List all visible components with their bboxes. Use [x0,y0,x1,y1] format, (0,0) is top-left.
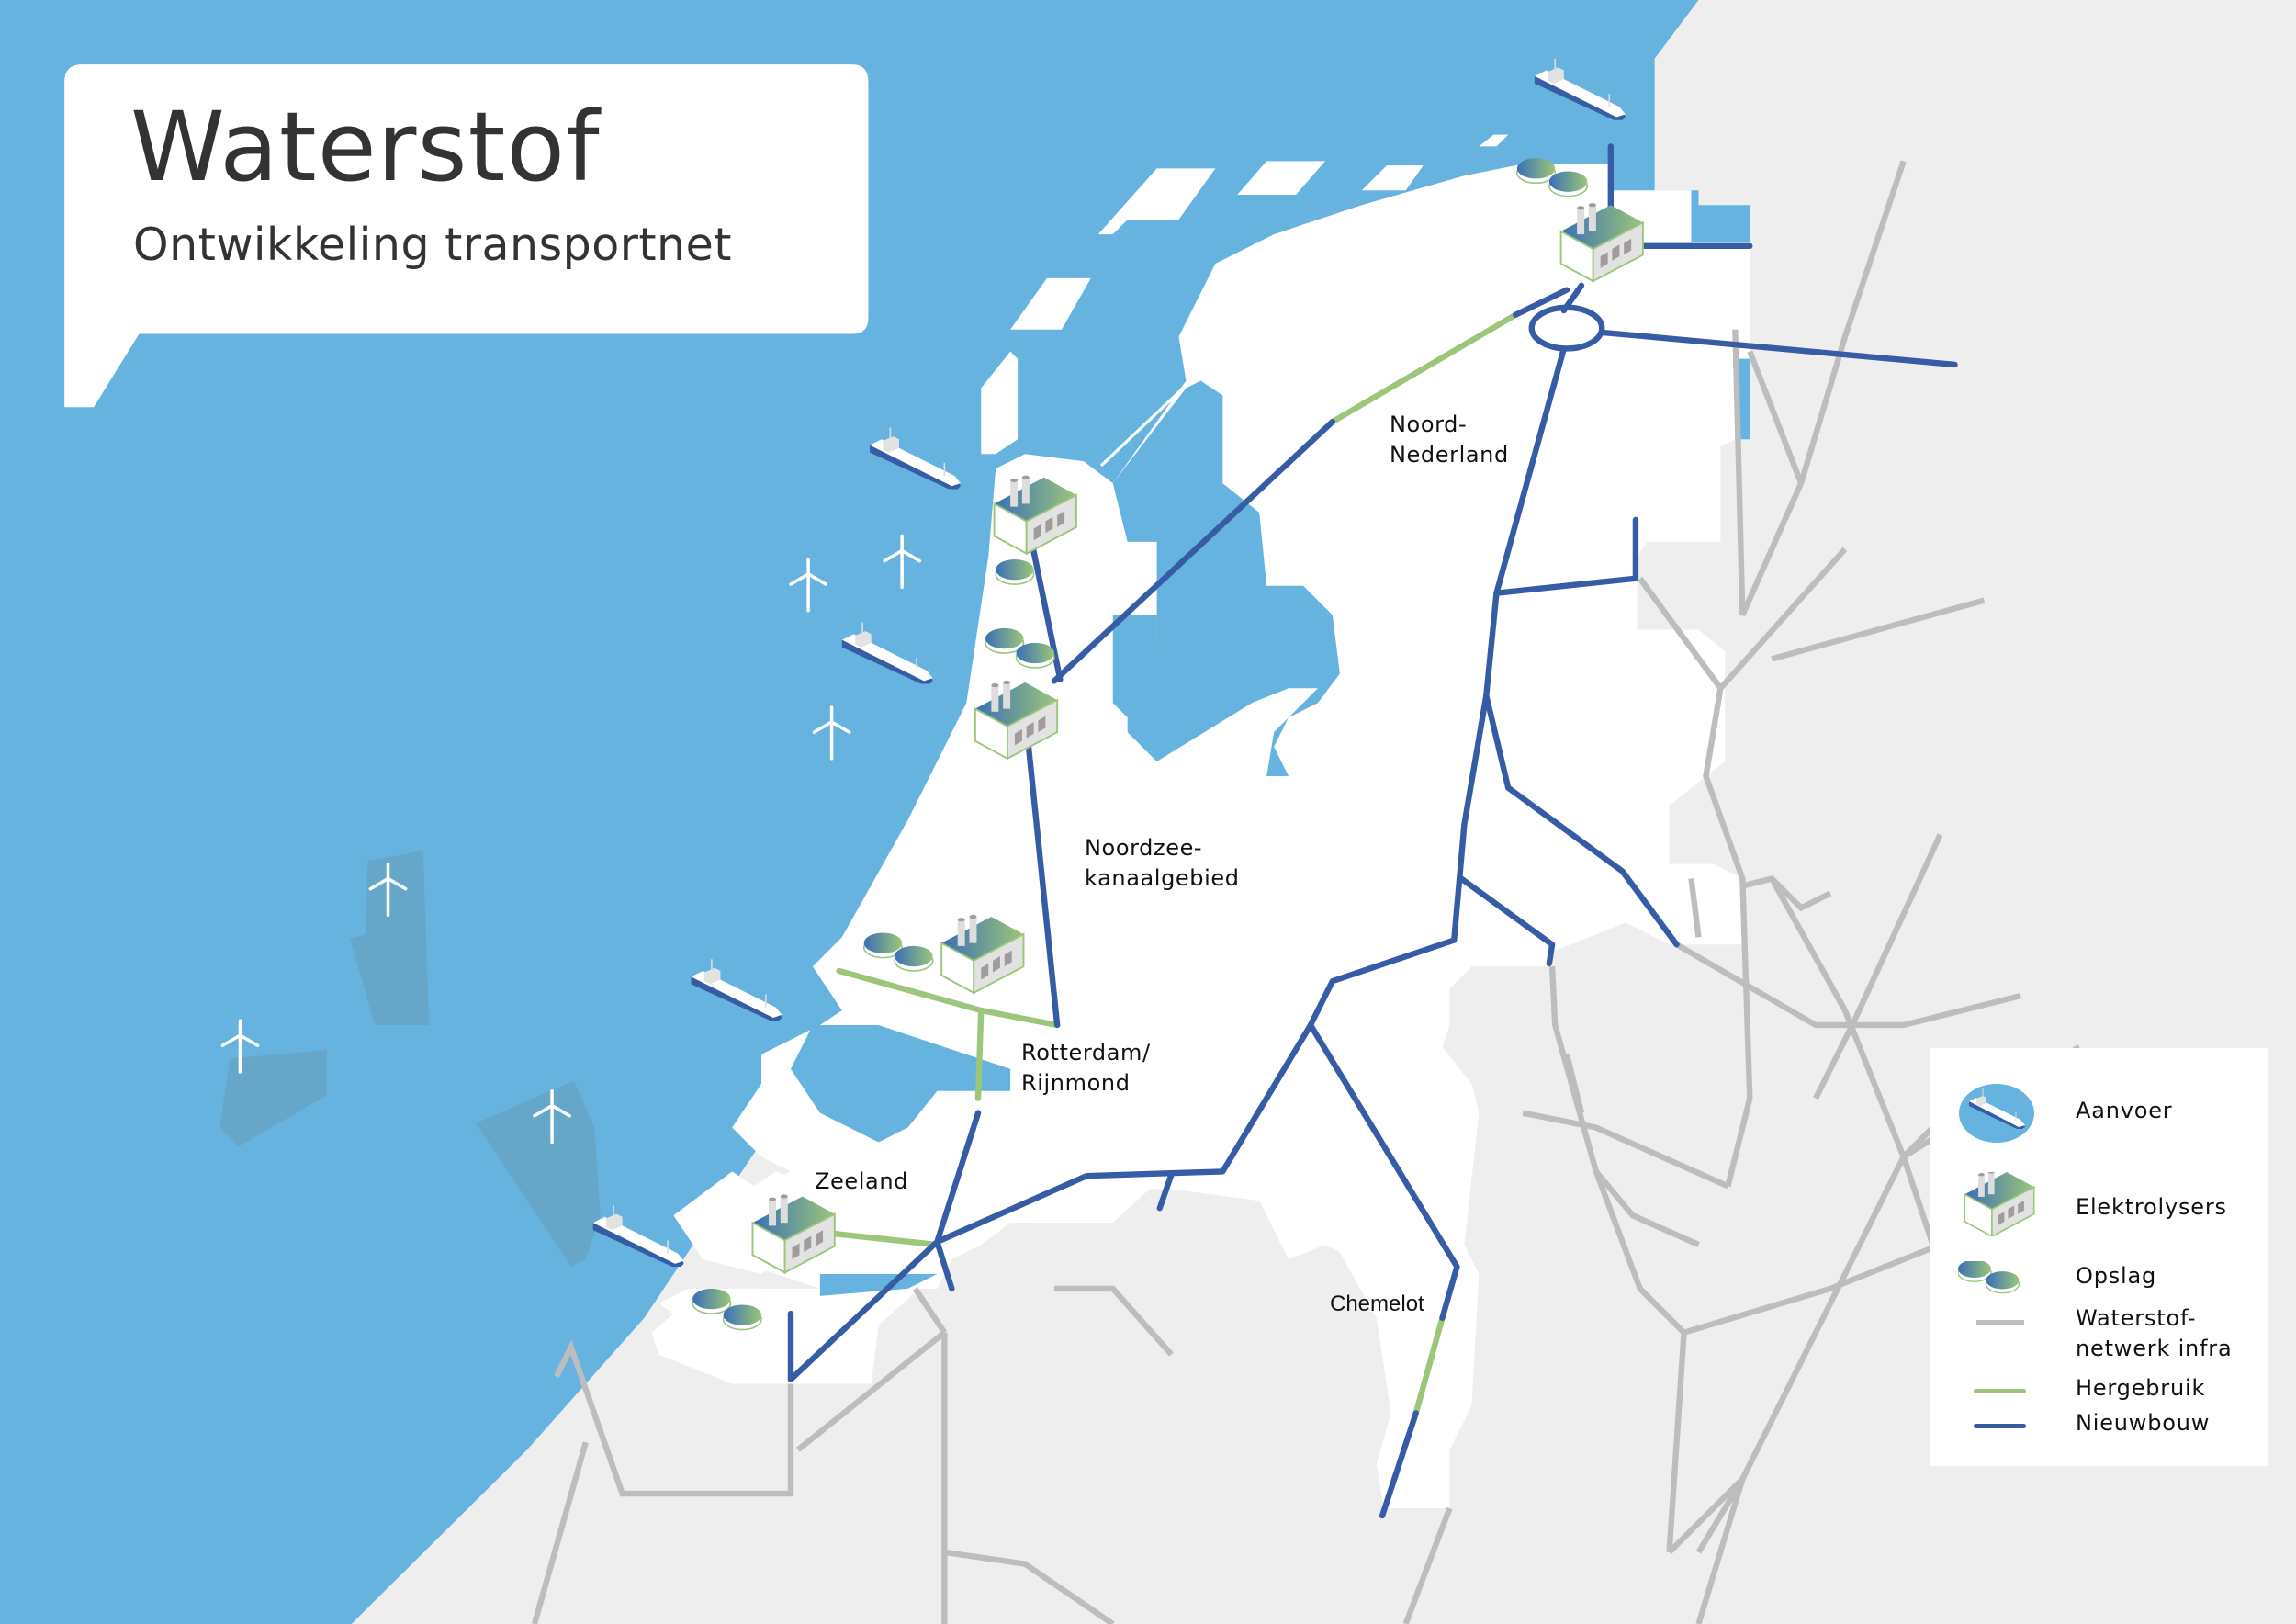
map-legend: Aanvoer Elektrolysers Opslag Waterstof- … [1930,1048,2268,1466]
netherlands-land [651,164,1750,1509]
legend-label-line: Waterstof- [2076,1305,2197,1331]
markermeer [1112,615,1157,718]
label-noordzeekanaalgebied: Noordzee- kanaalgebied [1085,833,1240,894]
legend-label: Nieuwbouw [2076,1410,2211,1436]
storage-tanks-icon [995,558,1035,585]
legend-item-elektrolysers: Elektrolysers [1930,1172,2268,1255]
wind-farm-zone [350,851,430,1025]
legend-item-nieuwbouw: Nieuwbouw [1930,1410,2268,1458]
legend-label: Aanvoer [2076,1098,2173,1123]
afsluitdijk [1099,387,1185,468]
title-callout [64,64,869,408]
legend-label: Opslag [2076,1263,2157,1289]
label-rotterdam-rijnmond: Rotterdam/ Rijnmond [1021,1038,1151,1099]
wadden-island [1097,168,1216,235]
label-line: Noord- [1390,412,1468,437]
legend-label: Waterstof- netwerk infra [2076,1303,2232,1364]
storage-tanks-icon [1958,1261,2020,1294]
legend-label: Elektrolysers [2076,1194,2227,1220]
wind-farm-zone [476,1080,601,1268]
delta-water [790,1024,1011,1143]
label-line: Rijnmond [1021,1070,1131,1096]
nieuwbouw-lines [787,143,1958,1519]
legend-item-waterstofnetwerk: Waterstof- netwerk infra [1930,1305,2268,1379]
page-subtitle: Ontwikkeling transportnet [133,219,732,271]
gray-line-swatch [1976,1320,2024,1325]
page-title: Waterstof [130,91,601,203]
wadden-island [1361,165,1424,191]
label-line: kanaalgebied [1085,865,1240,891]
factory-icon [1964,1172,2035,1236]
label-line: Zeeland [815,1168,908,1194]
ijsselmeer [1112,380,1340,776]
wadden-island [1237,161,1325,196]
blue-line-swatch [1974,1424,2026,1428]
legend-label-line: netwerk infra [2076,1336,2233,1361]
label-zeeland: Zeeland [815,1167,908,1197]
delta-water [819,1273,938,1296]
wind-farm-zone [219,1050,327,1147]
label-chemelot: Chemelot [1330,1291,1424,1316]
ship-icon [1959,1084,2034,1143]
legend-item-hergebruik: Hergebruik [1930,1375,2268,1423]
legend-item-opslag: Opslag [1930,1259,2268,1305]
wadden-island [1010,277,1091,330]
label-noord-nederland: Noord- Nederland [1390,410,1509,470]
hergebruik-lines [824,311,1519,1416]
label-line: Noordzee- [1085,835,1203,861]
wadden-island [1479,134,1509,147]
texel-island [981,351,1019,455]
delta-island [769,1112,879,1172]
legend-label: Hergebruik [2076,1375,2206,1401]
green-line-swatch [1974,1389,2026,1393]
label-line: Nederland [1390,442,1509,468]
label-line: Rotterdam/ [1021,1040,1151,1066]
legend-item-aanvoer: Aanvoer [1930,1083,2268,1166]
